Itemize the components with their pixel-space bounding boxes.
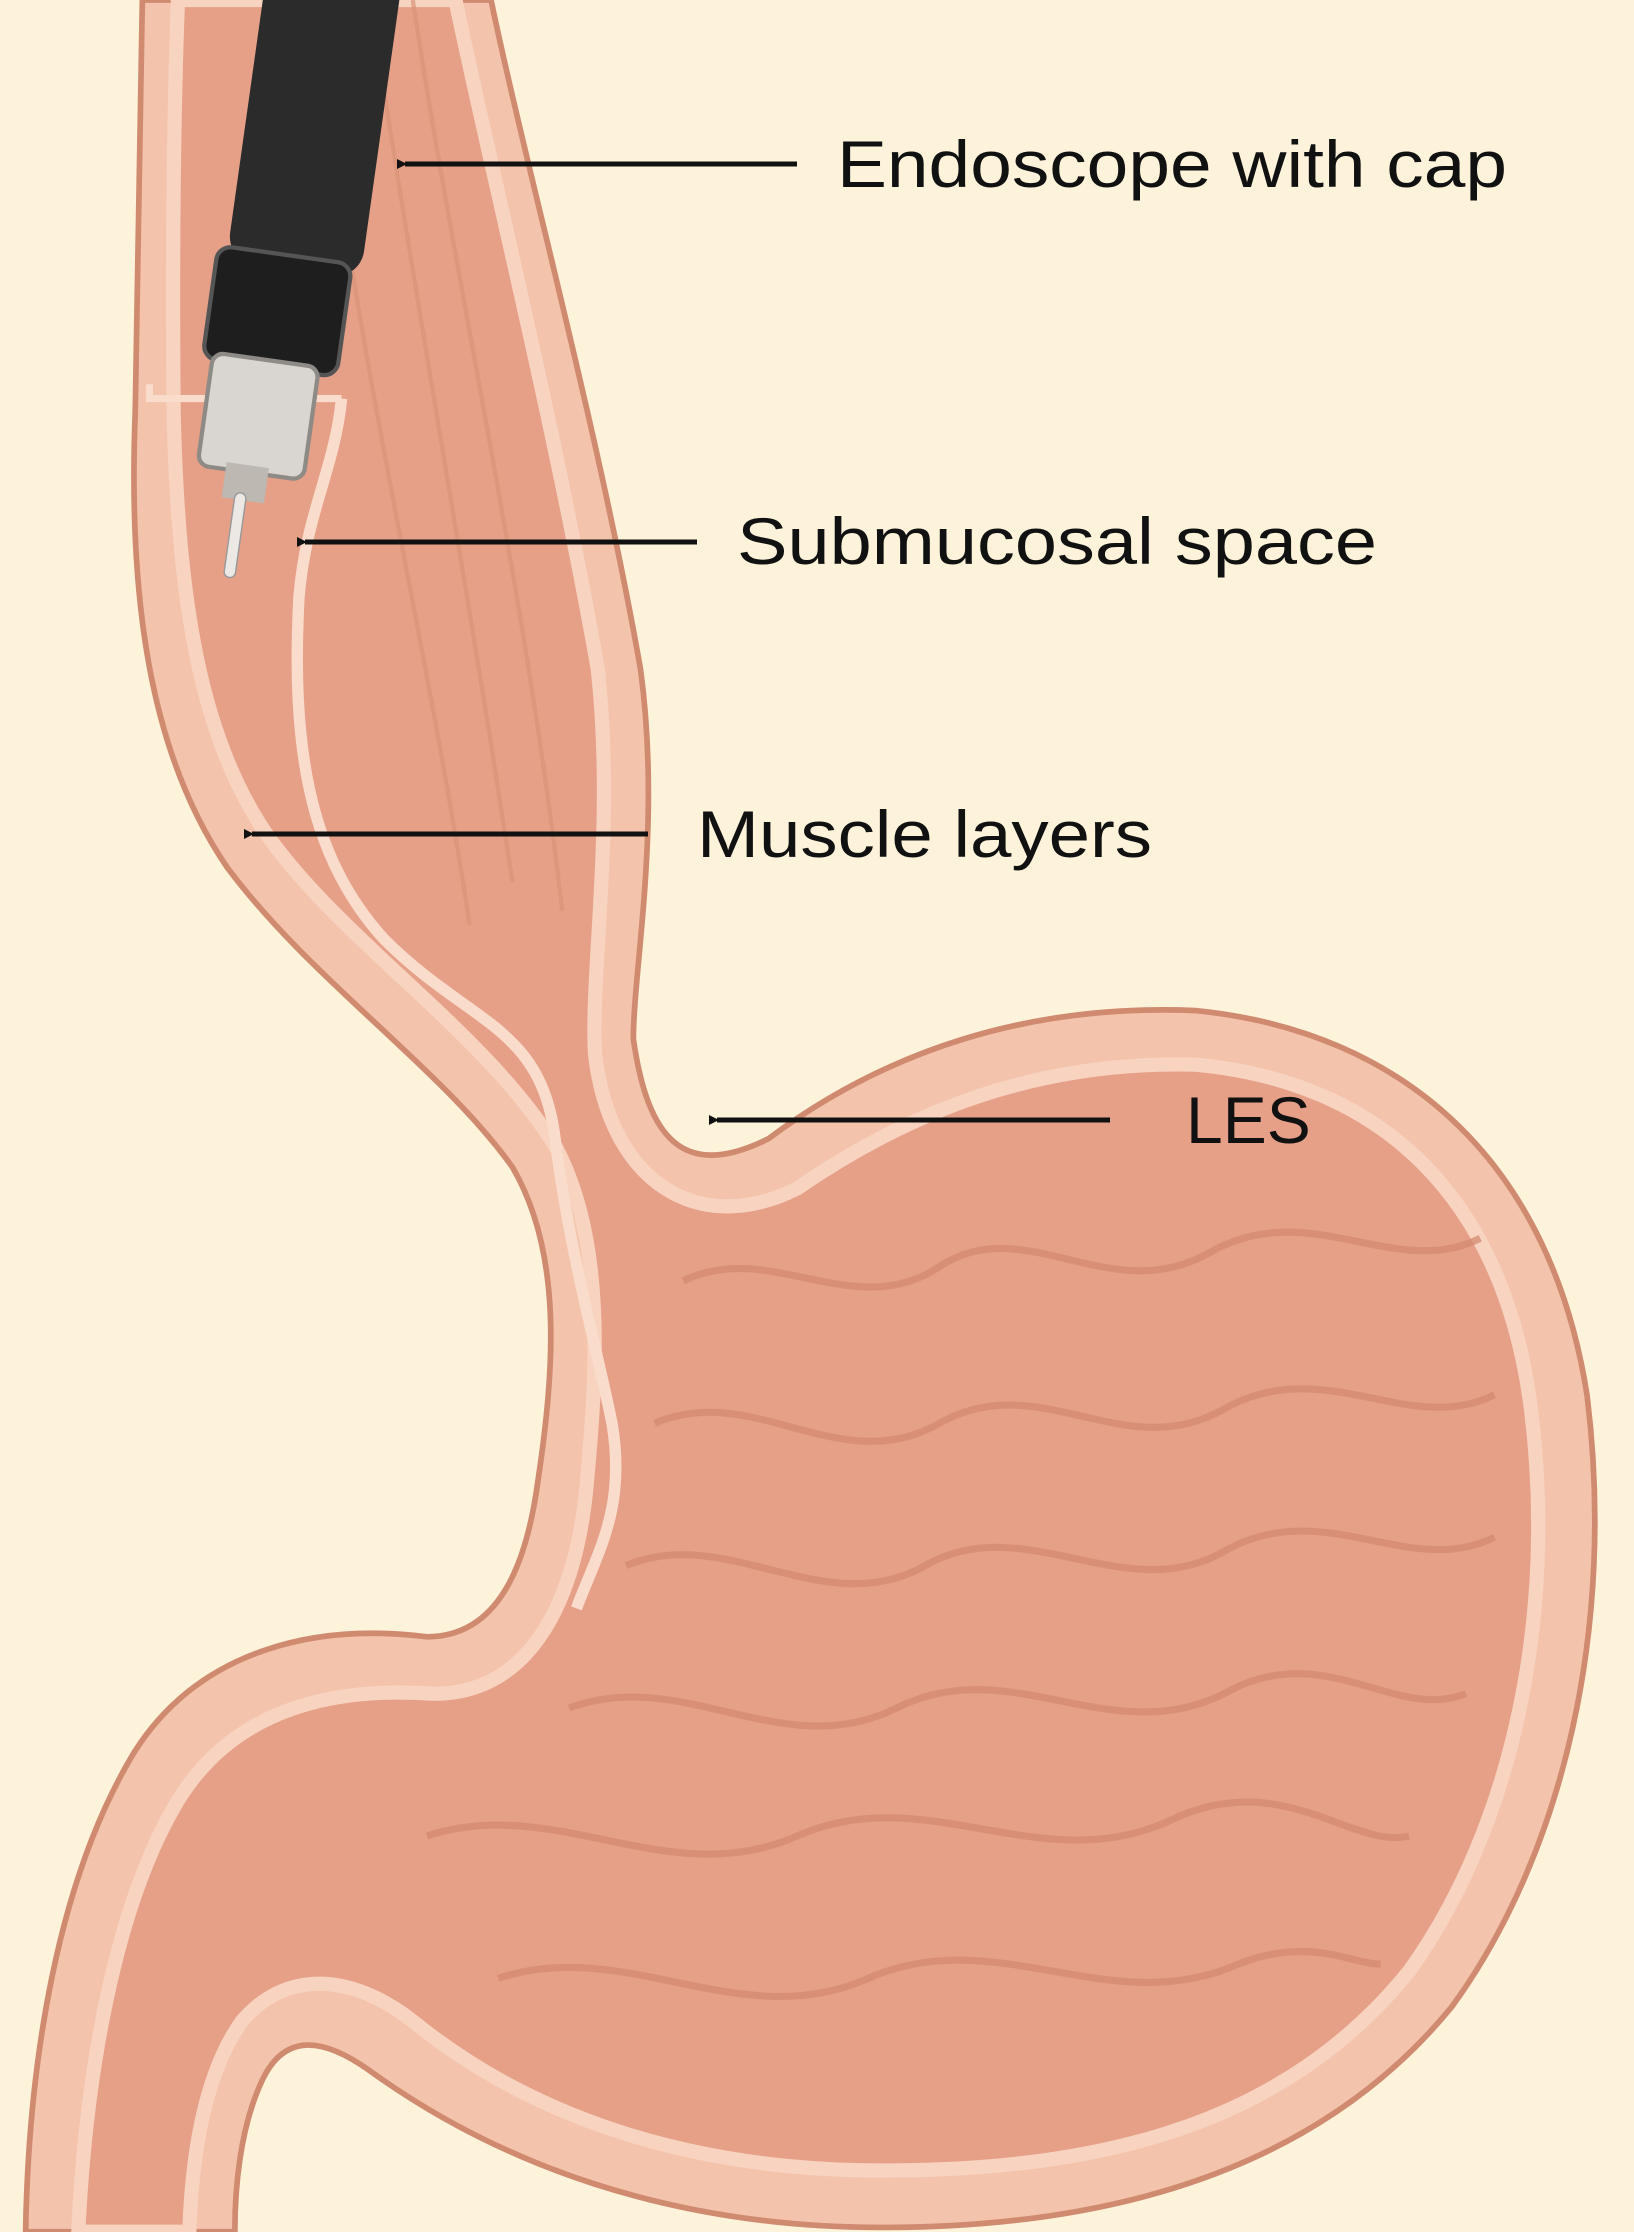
label-les: LES <box>1186 1083 1311 1157</box>
endoscope <box>196 0 402 579</box>
endoscope-needle <box>223 492 247 579</box>
label-submucosal-space: Submucosal space <box>737 504 1377 578</box>
gastric-rugae <box>425 1228 1497 2001</box>
label-muscle-layers: Muscle layers <box>697 797 1152 871</box>
stomach-lumen <box>71 0 1546 2232</box>
endoscope-cap <box>196 351 320 481</box>
submucosal-tunnel <box>291 397 622 1611</box>
label-endoscope: Endoscope with cap <box>837 127 1507 201</box>
